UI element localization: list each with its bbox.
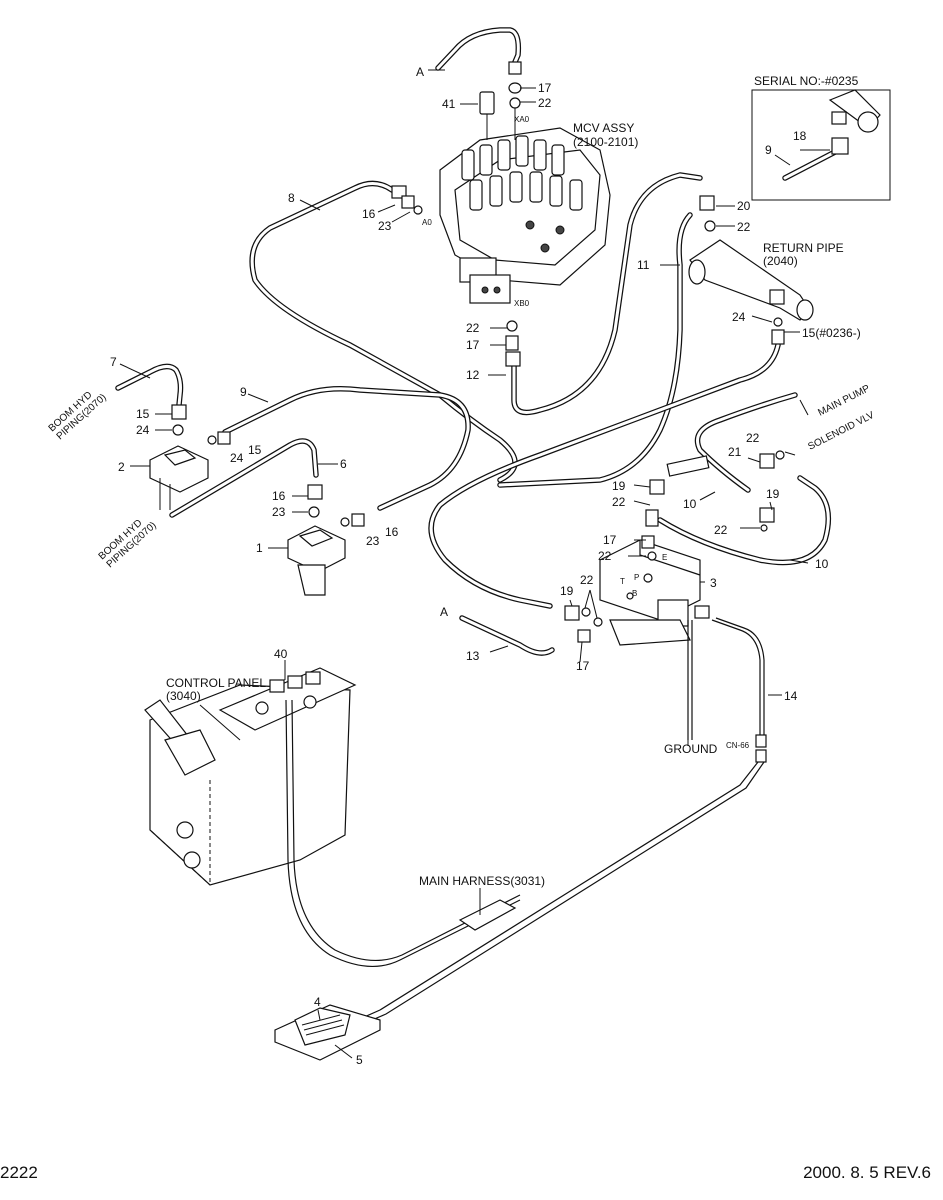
- label-21: 21: [728, 445, 742, 459]
- return-pipe: [688, 195, 814, 345]
- label-return-ref: (2040): [763, 254, 798, 268]
- label-6: 6: [340, 457, 347, 471]
- label-23-left: 23: [272, 505, 286, 519]
- label-11: 11: [637, 258, 650, 272]
- label-24-left: 24: [136, 423, 150, 437]
- label-port-e: E: [662, 553, 667, 562]
- label-xb0: XB0: [514, 299, 530, 308]
- label-24-mid: 24: [230, 451, 244, 465]
- label-port-t: T: [620, 577, 625, 586]
- label-41: 41: [442, 97, 456, 111]
- label-17-blk: 17: [603, 533, 617, 547]
- label-a-mid: A: [440, 605, 448, 619]
- label-22-c: 22: [714, 523, 728, 537]
- label-3: 3: [710, 576, 717, 590]
- label-24-ret: 24: [732, 310, 746, 324]
- label-19-b: 19: [766, 487, 780, 501]
- label-22-ret: 22: [737, 220, 751, 234]
- label-solenoid-vlv: SOLENOID VLV: [806, 410, 876, 453]
- label-port-p: P: [634, 573, 639, 582]
- label-16-mid: 16: [385, 525, 399, 539]
- label-22-mcv: 22: [466, 321, 480, 335]
- label-control-ref: (3040): [166, 689, 201, 703]
- hoses: [115, 27, 832, 656]
- leader-lines: [119, 69, 830, 1059]
- label-15-ret: 15(#0236-): [802, 326, 861, 340]
- label-10-a: 10: [683, 497, 697, 511]
- label-22-b: 22: [612, 495, 626, 509]
- label-18: 18: [793, 129, 807, 143]
- pedal-valve-2: [149, 404, 209, 510]
- foot-pedal: [274, 1004, 381, 1061]
- label-22-top: 22: [538, 96, 552, 110]
- footer-page-no: 2222: [0, 1163, 38, 1182]
- label-7: 7: [110, 355, 117, 369]
- label-22-sol: 22: [746, 431, 760, 445]
- label-15-mid: 15: [248, 443, 262, 457]
- label-17-low: 17: [576, 659, 590, 673]
- label-40: 40: [274, 647, 288, 661]
- label-serial-no: SERIAL NO:-#0235: [754, 74, 859, 88]
- label-15-left: 15: [136, 407, 150, 421]
- label-16-mcv: 16: [362, 207, 376, 221]
- label-a0: A0: [422, 218, 432, 227]
- pedal-valve-1: [207, 431, 365, 596]
- label-9: 9: [240, 385, 247, 399]
- label-mcv-assy: MCV ASSY: [573, 121, 634, 135]
- label-14: 14: [784, 689, 798, 703]
- label-22-blk: 22: [598, 549, 612, 563]
- label-22-d: 22: [580, 573, 594, 587]
- hose-10: [657, 475, 832, 566]
- label-12: 12: [466, 368, 480, 382]
- label-16-left: 16: [272, 489, 286, 503]
- serial-inset: [751, 89, 891, 201]
- label-1: 1: [256, 541, 263, 555]
- label-10-b: 10: [815, 557, 829, 571]
- label-8: 8: [288, 191, 295, 205]
- wiring: [285, 617, 767, 1035]
- label-port-b: B: [632, 589, 637, 598]
- label-17-top: 17: [538, 81, 552, 95]
- control-block-3: [564, 450, 785, 646]
- label-control-panel: CONTROL PANEL: [166, 676, 266, 690]
- hose-9: [222, 386, 471, 511]
- label-mcv-ref: (2100-2101): [573, 135, 638, 149]
- label-cn66: CN-66: [726, 741, 750, 750]
- label-main-harness: MAIN HARNESS(3031): [419, 874, 545, 888]
- label-5: 5: [356, 1053, 363, 1067]
- control-panel: [144, 667, 357, 886]
- label-19-c: 19: [560, 584, 574, 598]
- label-return-pipe: RETURN PIPE: [763, 241, 844, 255]
- label-2: 2: [118, 460, 125, 474]
- label-23-mid: 23: [366, 534, 380, 548]
- label-20: 20: [737, 199, 751, 213]
- label-19-a: 19: [612, 479, 626, 493]
- label-13: 13: [466, 649, 480, 663]
- mcv-assembly: [391, 61, 611, 367]
- label-xa0: XA0: [514, 115, 530, 124]
- label-ground: GROUND: [664, 742, 718, 756]
- label-9-inset: 9: [765, 143, 772, 157]
- label-17-mcv: 17: [466, 338, 480, 352]
- footer-revision: 2000. 8. 5 REV.6: [803, 1163, 931, 1182]
- label-23-mcv: 23: [378, 219, 392, 233]
- label-a-top: A: [416, 65, 424, 79]
- label-4: 4: [314, 995, 321, 1009]
